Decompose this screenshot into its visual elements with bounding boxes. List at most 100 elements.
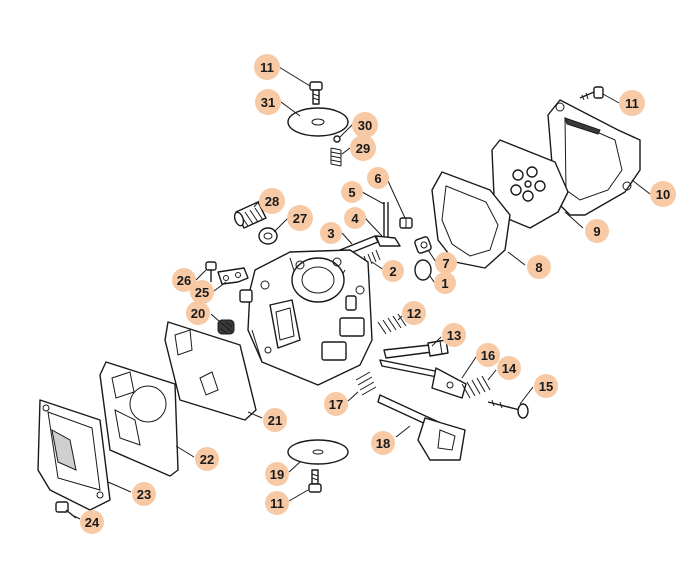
callout-20: 20: [186, 301, 210, 325]
svg-text:9: 9: [593, 224, 600, 239]
part-pin-7: [414, 236, 432, 254]
part-needle-5: [383, 202, 389, 240]
callout-8: 8: [527, 255, 551, 279]
part-washer-27: [258, 227, 278, 245]
part-diaphragm-22: [99, 361, 179, 477]
callout-2: 2: [382, 260, 404, 282]
svg-text:22: 22: [200, 452, 214, 467]
svg-text:18: 18: [376, 436, 390, 451]
callout-7: 7: [435, 252, 457, 274]
callout-25: 25: [190, 280, 214, 304]
callout-3: 3: [320, 222, 342, 244]
svg-text:8: 8: [535, 260, 542, 275]
callout-27: 27: [287, 205, 313, 231]
part-screw-28: [233, 201, 267, 229]
parts-layer: [37, 81, 641, 519]
part-screw-24: [55, 501, 77, 519]
callout-labels: 11 31 30 29 11 10 28 27 6 5 4 3 2 7 1 9 …: [80, 54, 676, 534]
callout-31: 31: [255, 89, 281, 115]
callout-18: 18: [371, 431, 395, 455]
part-spring-14: [461, 375, 491, 399]
callout-11-right: 11: [619, 90, 645, 116]
callout-23: 23: [132, 482, 156, 506]
callout-11: 11: [254, 54, 280, 80]
svg-text:14: 14: [502, 361, 517, 376]
callout-5: 5: [341, 181, 363, 203]
svg-text:30: 30: [358, 118, 372, 133]
svg-text:2: 2: [389, 264, 396, 279]
callout-15: 15: [534, 374, 558, 398]
callout-6: 6: [367, 167, 389, 189]
callout-22: 22: [195, 447, 219, 471]
callout-13: 13: [442, 323, 466, 347]
svg-text:20: 20: [191, 306, 205, 321]
callout-9: 9: [585, 219, 609, 243]
part-shaft-16: [379, 359, 467, 399]
callout-1: 1: [434, 272, 456, 294]
part-screen-20: [217, 319, 235, 335]
callout-24: 24: [80, 510, 104, 534]
callout-26: 26: [172, 268, 196, 292]
svg-text:31: 31: [261, 95, 275, 110]
svg-text:29: 29: [356, 141, 370, 156]
svg-text:24: 24: [85, 515, 100, 530]
svg-text:3: 3: [327, 226, 334, 241]
callout-11-bottom: 11: [265, 491, 289, 515]
part-diaphragm-disk: [287, 107, 349, 137]
svg-text:1: 1: [441, 276, 448, 291]
svg-text:12: 12: [407, 306, 421, 321]
part-gasket-21: [164, 321, 257, 421]
svg-text:11: 11: [260, 60, 274, 75]
part-screw-6: [399, 217, 413, 229]
svg-text:16: 16: [481, 348, 495, 363]
svg-text:19: 19: [270, 467, 284, 482]
part-shaft-18: [377, 394, 466, 461]
callout-14: 14: [497, 356, 521, 380]
callout-10: 10: [650, 181, 676, 207]
svg-text:23: 23: [137, 487, 151, 502]
part-spring-12: [377, 313, 407, 335]
svg-text:17: 17: [329, 397, 343, 412]
part-screw-top: [309, 81, 323, 105]
part-ball: [333, 135, 341, 143]
svg-text:5: 5: [348, 185, 355, 200]
part-screw-26: [205, 261, 217, 282]
svg-text:10: 10: [656, 187, 670, 202]
svg-text:21: 21: [268, 413, 282, 428]
callout-21: 21: [263, 408, 287, 432]
callout-17: 17: [324, 392, 348, 416]
svg-text:7: 7: [442, 256, 449, 271]
callout-16: 16: [476, 343, 500, 367]
part-screw-bottom: [308, 469, 322, 493]
callout-12: 12: [402, 301, 426, 325]
part-screw-right: [579, 86, 604, 101]
svg-text:15: 15: [539, 379, 553, 394]
part-ring-1: [414, 259, 432, 281]
part-pump-diaphragm: [491, 139, 569, 229]
callout-30: 30: [352, 112, 378, 138]
callout-4: 4: [344, 207, 366, 229]
leader-lines: [73, 66, 651, 520]
svg-text:26: 26: [177, 273, 191, 288]
callout-29: 29: [350, 135, 376, 161]
part-cover-23: [37, 399, 111, 511]
part-spring-29: [330, 147, 342, 167]
part-gasket-8: [431, 171, 511, 269]
callout-19: 19: [265, 462, 289, 486]
svg-text:27: 27: [293, 211, 307, 226]
part-carburetor-body: [239, 249, 373, 386]
part-lever-4: [375, 235, 401, 247]
svg-text:4: 4: [351, 211, 359, 226]
part-bracket-25: [217, 267, 249, 285]
svg-text:11: 11: [270, 496, 284, 511]
part-screw-13: [383, 339, 449, 359]
part-screw-15: [487, 399, 529, 419]
svg-text:13: 13: [447, 328, 461, 343]
part-cover-plate: [547, 99, 641, 216]
part-diaphragm-disk-19: [287, 439, 349, 465]
svg-text:6: 6: [374, 171, 381, 186]
svg-text:25: 25: [195, 285, 209, 300]
svg-text:11: 11: [625, 96, 639, 111]
svg-text:28: 28: [265, 194, 279, 209]
